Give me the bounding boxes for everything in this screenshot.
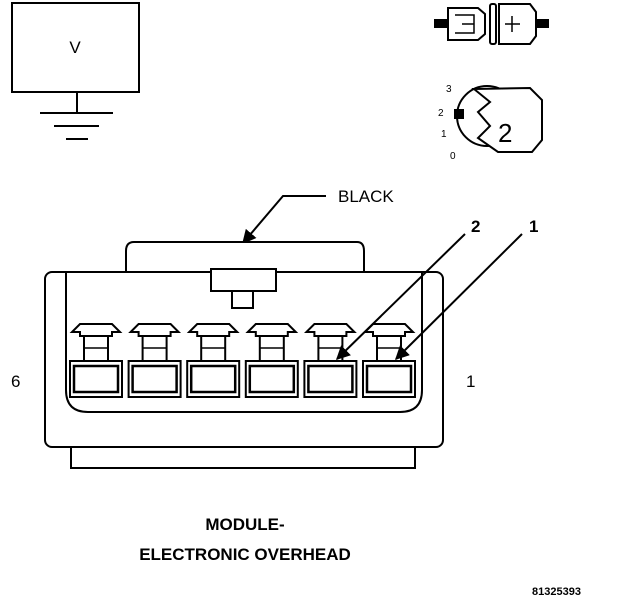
end-label-left: 6 (11, 372, 20, 391)
end-label-right: 1 (466, 372, 475, 391)
pin-callout-b-label: 1 (529, 217, 538, 236)
key-scale-3: 3 (446, 84, 452, 95)
pin-callout-b: 1 (395, 217, 538, 360)
pin-callout-a: 2 (335, 217, 480, 360)
figure-id: 81325393 (532, 586, 581, 598)
terminal-cavity (244, 323, 299, 398)
terminal-cavity (127, 323, 182, 398)
ignition-key-icon: 3 2 1 0 2 (438, 84, 543, 162)
key-scale-1: 1 (441, 129, 447, 140)
terminal-cavities (69, 323, 416, 398)
color-callout: BLACK (242, 187, 394, 245)
terminal-cavity (186, 323, 241, 398)
caption-line-2: ELECTRONIC OVERHEAD (139, 545, 351, 564)
connector-body (44, 241, 444, 469)
voltmeter-icon: V (11, 2, 140, 93)
pin-callout-a-label: 2 (471, 217, 480, 236)
meter-symbol: V (69, 38, 81, 57)
key-scale-2: 2 (438, 108, 444, 119)
caption-line-1: MODULE- (205, 515, 284, 534)
terminal-cavity (69, 323, 123, 398)
ground-symbol-icon (40, 92, 113, 140)
key-scale-0: 0 (450, 151, 456, 162)
key-position-value: 2 (498, 118, 512, 148)
terminal-cavity (362, 323, 416, 398)
connector-color-label: BLACK (338, 187, 394, 206)
connector-disconnect-icon (434, 3, 549, 45)
terminal-cavity (303, 323, 358, 398)
